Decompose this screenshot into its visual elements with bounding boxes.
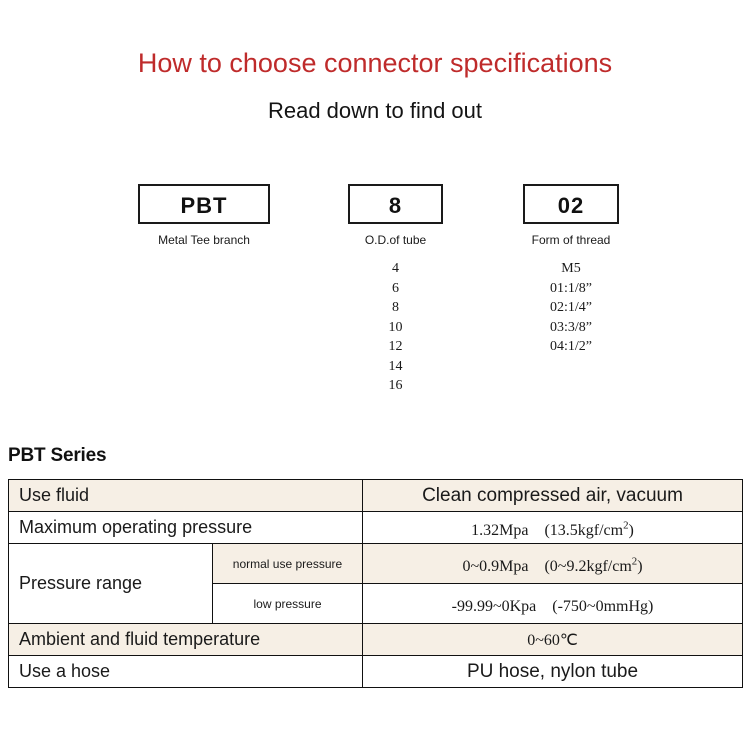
option-list-od: 4 6 8 10 12 14 16 xyxy=(348,259,443,396)
cell-hose-value: PU hose, nylon tube xyxy=(362,655,743,688)
option-item: 02:1/4” xyxy=(550,300,592,315)
option-list-thread: M5 01:1/8” 02:1/4” 03:3/8” 04:1/2” xyxy=(523,259,619,357)
table-row: Use fluid Clean compressed air, vacuum xyxy=(8,479,743,512)
code-caption-thread: Form of thread xyxy=(531,233,611,247)
value-sup: 2 xyxy=(631,555,638,568)
code-group-thread: 02 Form of thread M5 01:1/8” 02:1/4” 03:… xyxy=(523,184,619,357)
code-group-od: 8 O.D.of tube 4 6 8 10 12 14 16 xyxy=(348,184,443,396)
value-main: 0~0.9Mpa (0~9.2kgf/cm xyxy=(462,557,632,575)
page-subtitle: Read down to find out xyxy=(267,98,483,123)
option-item: 16 xyxy=(388,378,403,393)
cell-temperature-value: 0~60℃ xyxy=(362,623,743,656)
value-tail: ) xyxy=(637,557,643,575)
cell-use-fluid-value: Clean compressed air, vacuum xyxy=(362,479,743,512)
option-item: 4 xyxy=(392,261,399,276)
spec-table-heading: PBT Series xyxy=(8,445,107,466)
value-main: 1.32Mpa (13.5kgf/cm xyxy=(471,521,624,539)
value-sup: 2 xyxy=(623,519,629,532)
option-item: 12 xyxy=(388,339,403,354)
option-item: M5 xyxy=(561,261,581,276)
option-item: 04:1/2” xyxy=(550,339,592,354)
option-item: 8 xyxy=(392,300,399,315)
cell-pressure-range-label: Pressure range xyxy=(8,543,213,624)
cell-normal-use-value: 0~0.9Mpa (0~9.2kgf/cm2) xyxy=(362,543,743,584)
code-box-thread: 02 xyxy=(523,184,619,224)
table-row: Pressure range normal use pressure 0~0.9… xyxy=(8,543,743,624)
cell-hose-label: Use a hose xyxy=(8,655,363,688)
option-item: 6 xyxy=(392,280,399,296)
value-tail: ) xyxy=(628,521,634,539)
code-box-series: PBT xyxy=(138,184,270,224)
cell-use-fluid-label: Use fluid xyxy=(8,479,363,512)
cell-low-pressure-sublabel: low pressure xyxy=(212,583,363,624)
option-item: 01:1/8” xyxy=(550,280,592,296)
cell-max-pressure-value: 1.32Mpa (13.5kgf/cm2) xyxy=(362,511,743,544)
cell-normal-use-sublabel: normal use pressure xyxy=(212,543,363,584)
cell-low-pressure-value: -99.99~0Kpa (-750~0mmHg) xyxy=(362,583,743,624)
cell-temperature-label: Ambient and fluid temperature xyxy=(8,623,363,656)
spec-table: Use fluid Clean compressed air, vacuum M… xyxy=(8,479,743,688)
table-row: Ambient and fluid temperature 0~60℃ xyxy=(8,623,743,656)
code-box-od: 8 xyxy=(348,184,443,224)
page-title: How to choose connector specifications xyxy=(137,48,613,78)
option-item: 10 xyxy=(388,319,403,335)
option-item: 14 xyxy=(388,358,403,374)
code-group-series: PBT Metal Tee branch xyxy=(138,184,270,247)
table-row: Maximum operating pressure 1.32Mpa (13.5… xyxy=(8,511,743,544)
cell-max-pressure-label: Maximum operating pressure xyxy=(8,511,363,544)
table-row: Use a hose PU hose, nylon tube xyxy=(8,655,743,688)
code-caption-series: Metal Tee branch xyxy=(158,233,250,247)
code-caption-od: O.D.of tube xyxy=(364,233,427,247)
option-item: 03:3/8” xyxy=(550,319,592,335)
